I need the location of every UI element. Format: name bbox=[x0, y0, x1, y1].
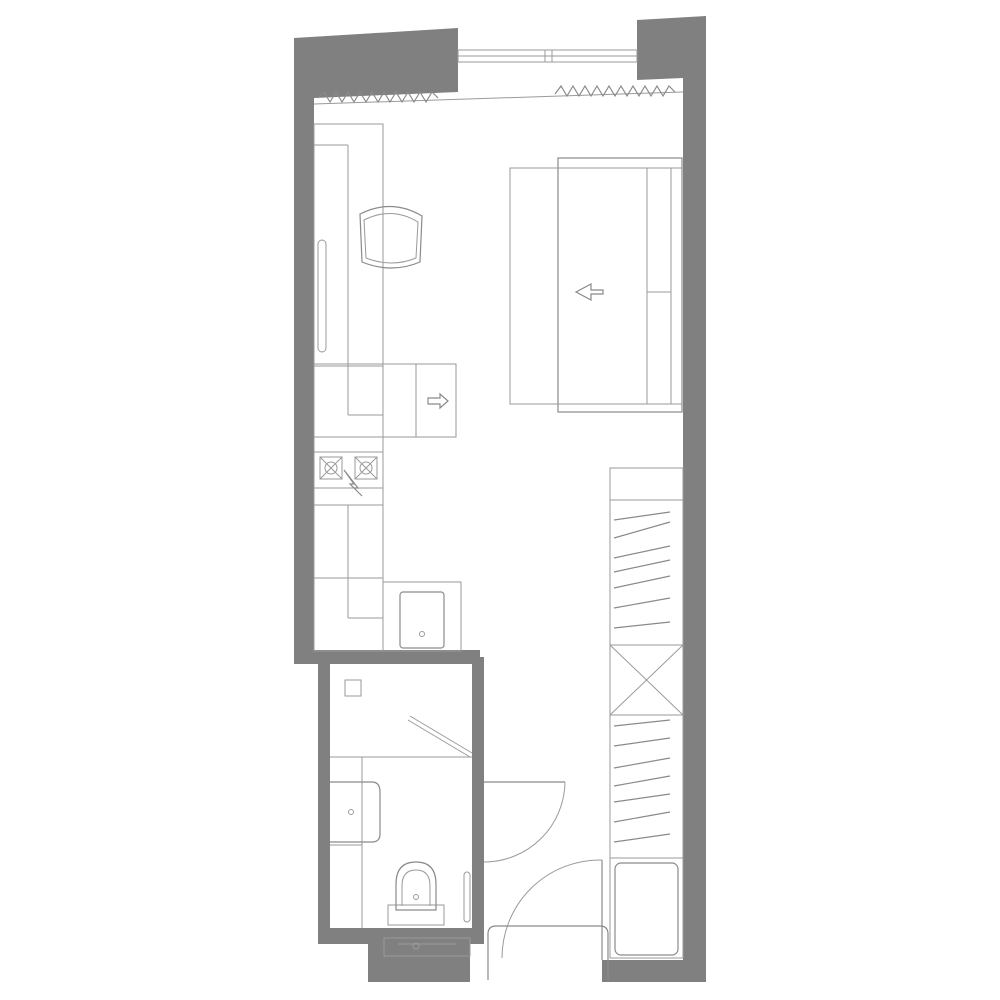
sofa-frame bbox=[557, 157, 683, 413]
washbasin-bowl bbox=[330, 781, 381, 843]
cooktop-hood-arrow bbox=[343, 469, 363, 497]
entry-door-swing bbox=[501, 859, 603, 959]
shower bbox=[330, 679, 473, 758]
chair-seat bbox=[359, 205, 423, 269]
arrow-left-icon bbox=[574, 283, 604, 301]
curtain-left bbox=[317, 90, 439, 104]
towel-rail bbox=[463, 871, 471, 923]
kitchen-sink bbox=[382, 581, 462, 652]
hangers-lower bbox=[613, 719, 671, 843]
entry-bench bbox=[487, 925, 609, 980]
toilet-tank bbox=[387, 904, 445, 926]
sofa-backrest bbox=[646, 167, 672, 405]
sofa-outline bbox=[509, 167, 683, 405]
kitchen-counter bbox=[313, 363, 457, 652]
sink-counter bbox=[382, 581, 462, 652]
hangers-upper bbox=[613, 511, 671, 629]
curtain-rail bbox=[313, 91, 684, 105]
chair bbox=[359, 205, 423, 269]
bathroom-door bbox=[483, 781, 566, 863]
wall-mirror bbox=[317, 239, 327, 353]
shoe-cabinet bbox=[609, 857, 684, 959]
washbasin bbox=[330, 757, 381, 928]
top-right-wall bbox=[602, 16, 706, 982]
burner-right bbox=[354, 456, 378, 480]
window bbox=[457, 49, 638, 63]
sink-bowl bbox=[399, 591, 445, 649]
wardrobe-body bbox=[609, 467, 684, 859]
counter-extension bbox=[382, 363, 457, 438]
burner-left bbox=[319, 456, 343, 480]
bathroom-outer-wall bbox=[318, 664, 484, 982]
toilet bbox=[387, 861, 445, 926]
counter-run bbox=[313, 363, 384, 652]
desk bbox=[313, 123, 384, 415]
wardrobe bbox=[609, 467, 684, 859]
shower-door bbox=[407, 719, 471, 758]
cooktop bbox=[313, 451, 384, 497]
left-wall bbox=[294, 28, 480, 664]
sink-drain bbox=[419, 631, 425, 637]
arrow-right-icon bbox=[427, 392, 449, 410]
exterior-walls bbox=[294, 16, 706, 982]
sofa-bed bbox=[509, 157, 683, 413]
bathroom-window-unit bbox=[383, 937, 471, 957]
bathroom-inner-wall bbox=[470, 657, 484, 782]
toilet-bowl bbox=[395, 861, 437, 911]
shower-drain bbox=[344, 679, 362, 697]
entry-door bbox=[501, 859, 603, 960]
curtain-right bbox=[554, 84, 676, 98]
door-swing bbox=[483, 781, 566, 863]
